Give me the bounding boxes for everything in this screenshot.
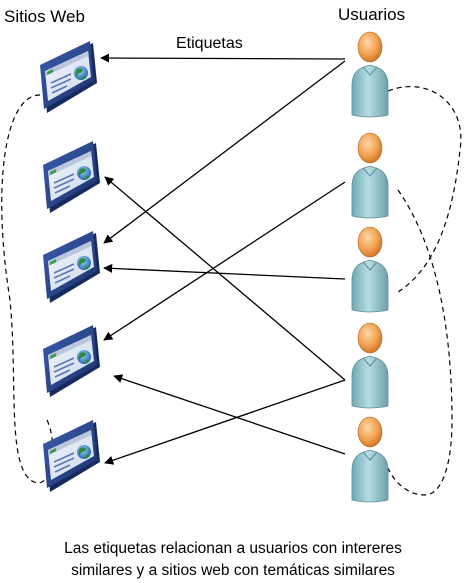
tag-link — [103, 60, 346, 244]
person-icon — [351, 31, 389, 118]
tag-link — [103, 181, 346, 341]
users-heading: Usuarios — [338, 5, 405, 24]
site-cluster-outline — [1, 94, 54, 484]
person-icon — [351, 322, 389, 409]
browser-window-icon — [42, 140, 101, 214]
person-icon — [351, 226, 389, 313]
tag-link — [103, 263, 346, 280]
user-icons — [351, 31, 389, 503]
tag-link — [104, 176, 346, 381]
user-cluster-outline-lower — [387, 189, 453, 496]
sites-heading: Sitios Web — [4, 7, 85, 26]
browser-window-icon — [42, 230, 101, 304]
person-icon — [351, 132, 389, 219]
person-icon — [351, 416, 389, 503]
browser-window-icon — [42, 419, 101, 493]
tags-label: Etiquetas — [176, 35, 243, 52]
tag-link — [100, 53, 346, 63]
tag-links — [100, 53, 346, 465]
tag-link — [113, 374, 346, 455]
user-cluster-outline — [379, 86, 462, 293]
browser-window-icon — [39, 40, 98, 114]
caption-line-2: similares y a sitios web con temáticas s… — [71, 562, 395, 579]
browser-window-icon — [42, 324, 101, 398]
caption-line-1: Las etiquetas relacionan a usuarios con … — [64, 540, 402, 557]
tag-link — [104, 379, 346, 465]
